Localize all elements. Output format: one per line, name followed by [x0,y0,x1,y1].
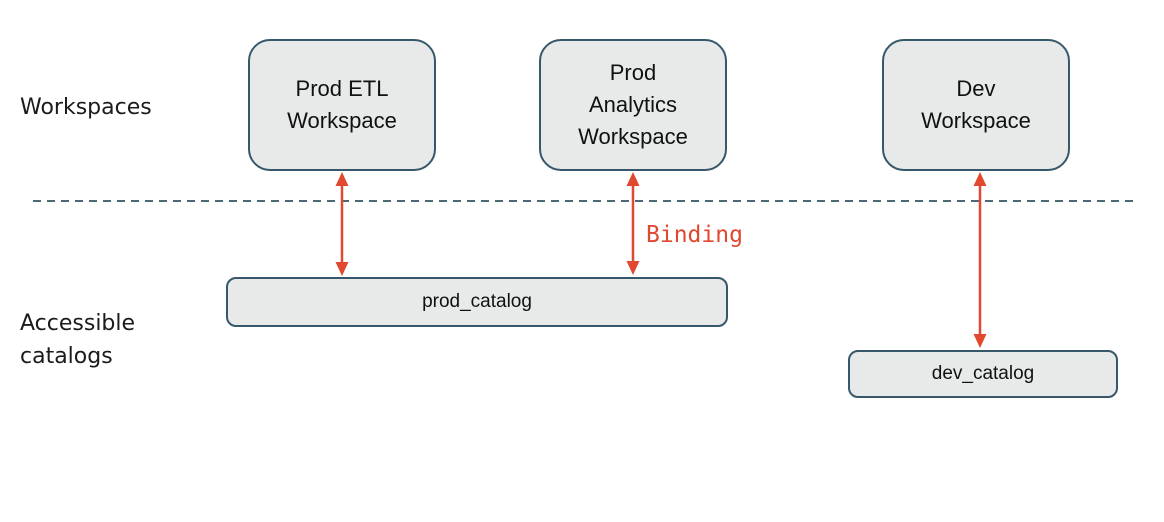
catalog-box-dev-catalog: dev_catalog [848,350,1118,398]
catalog-box-prod-catalog-label: prod_catalog [422,291,532,312]
workspace-box-prod-analytics-label: Prod Analytics Workspace [578,60,688,149]
workspace-box-prod-analytics: Prod Analytics Workspace [539,39,727,171]
binding-arrow-prod-analytics-icon [626,172,640,275]
binding-arrow-prod-etl-icon [335,172,349,276]
catalog-box-dev-catalog-label: dev_catalog [931,363,1035,384]
workspace-box-dev: Dev Workspace [882,39,1070,171]
workspace-box-dev-label: Dev Workspace [921,76,1031,133]
catalog-box-prod-catalog: prod_catalog [226,277,728,327]
binding-annotation-label: Binding [646,222,743,248]
binding-arrow-dev-icon [973,172,987,348]
workspace-box-prod-etl-label: Prod ETL Workspace [287,76,397,133]
row-label-workspaces: Workspaces [20,95,152,120]
workspace-box-prod-etl: Prod ETL Workspace [248,39,436,171]
row-label-accessible-catalogs: Accessible catalogs [20,311,136,369]
